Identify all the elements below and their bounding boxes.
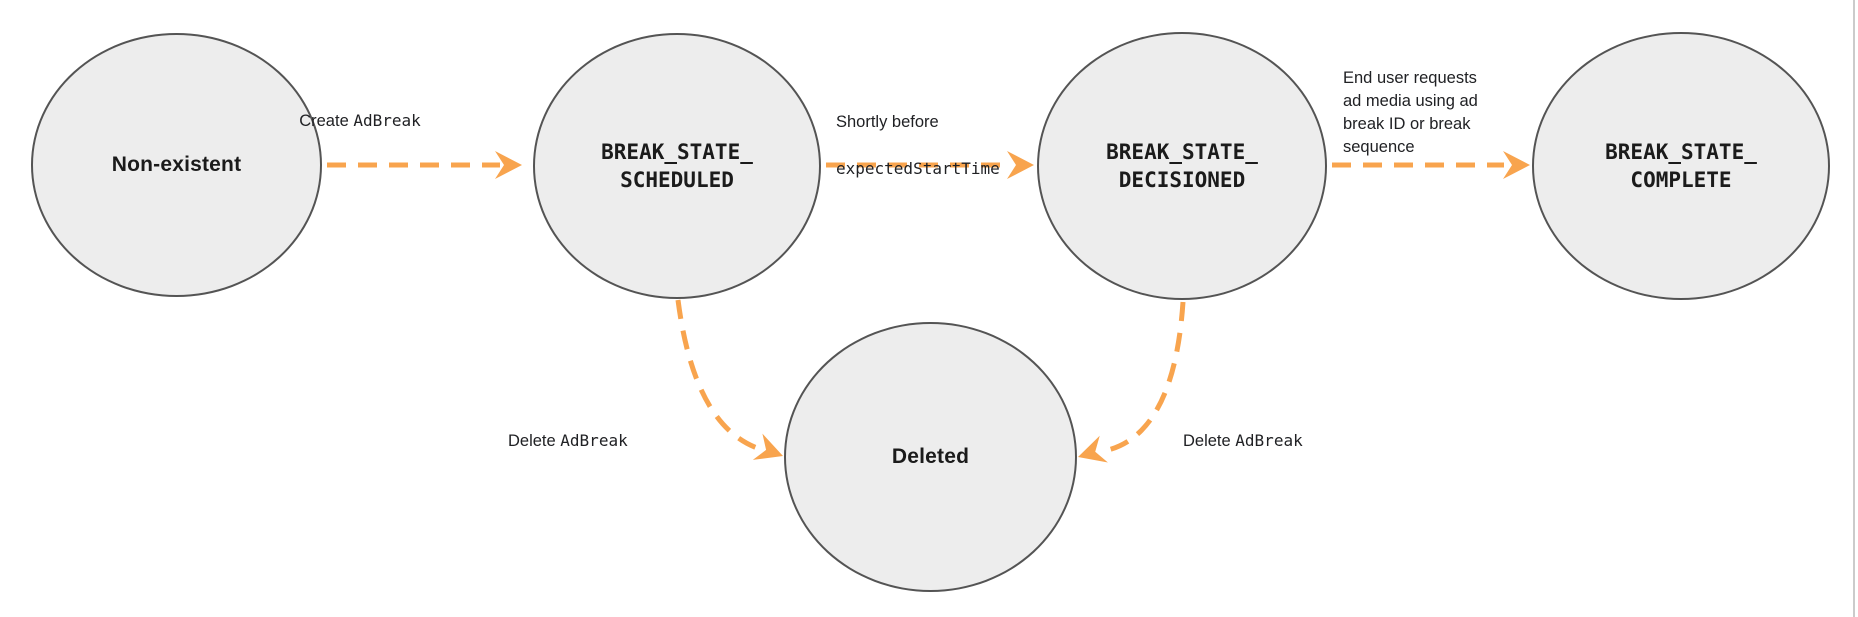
edge-label-code: expectedStartTime — [836, 159, 1000, 178]
arrowhead-icon — [1078, 435, 1108, 463]
arrowhead-icon — [1503, 151, 1530, 179]
edge-label-text: End user requests ad media using ad brea… — [1343, 69, 1478, 156]
edge-label-end-user-requests: End user requests ad media using ad brea… — [1343, 44, 1523, 159]
state-node-deleted: Deleted — [784, 322, 1077, 592]
transition-arrow-delete-adbreak-left — [675, 299, 783, 460]
edge-label-shortly-before: Shortly before expectedStartTime — [836, 88, 1000, 203]
state-node-label: BREAK_STATE_ COMPLETE — [1605, 140, 1757, 192]
arrowhead-icon — [752, 433, 783, 460]
transition-arrow-end-user-requests — [1332, 151, 1530, 179]
edge-label-text: Delete — [1183, 432, 1236, 450]
state-node-non-existent: Non-existent — [31, 33, 322, 297]
state-node-break-state-complete: BREAK_STATE_ COMPLETE — [1532, 32, 1830, 300]
transition-arrow-create-adbreak — [327, 151, 522, 179]
edge-label-create-adbreak: Create AdBreak — [250, 86, 470, 133]
state-node-label: BREAK_STATE_ SCHEDULED — [601, 140, 753, 192]
state-node-label: BREAK_STATE_ DECISIONED — [1106, 140, 1258, 192]
arrowhead-icon — [1007, 151, 1034, 179]
edge-label-code: AdBreak — [560, 431, 628, 450]
edge-label-delete-adbreak-left: Delete AdBreak — [508, 406, 628, 453]
edge-label-code: AdBreak — [353, 111, 421, 130]
transition-arrow-delete-adbreak-right — [1078, 301, 1186, 463]
state-node-break-state-scheduled: BREAK_STATE_ SCHEDULED — [533, 33, 821, 299]
state-node-break-state-decisioned: BREAK_STATE_ DECISIONED — [1037, 32, 1327, 300]
state-node-label: Non-existent — [111, 153, 242, 176]
edge-label-text: Shortly before — [836, 113, 939, 131]
edge-label-delete-adbreak-right: Delete AdBreak — [1183, 406, 1303, 453]
state-node-label: Deleted — [891, 445, 970, 468]
edge-label-text: Create — [299, 112, 354, 130]
arrowhead-icon — [495, 151, 522, 179]
edge-label-code: AdBreak — [1235, 431, 1303, 450]
transition-arrow-shortly-before — [826, 151, 1034, 179]
page-edge-divider — [1853, 0, 1855, 617]
edge-label-text: Delete — [508, 432, 561, 450]
